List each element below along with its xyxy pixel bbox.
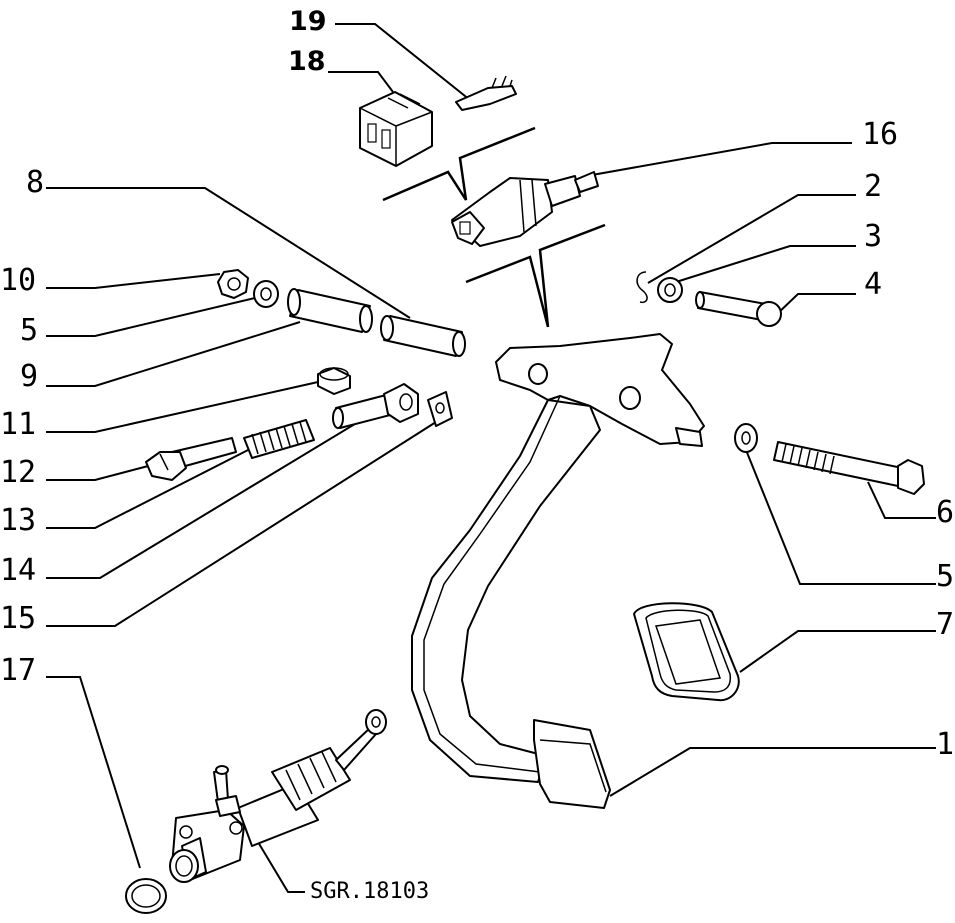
leader-19 (335, 23, 471, 101)
callout-13: 13 (0, 503, 36, 538)
leader-9 (46, 321, 301, 387)
leader-14 (46, 403, 389, 579)
leader-15 (46, 421, 437, 627)
callout-4: 4 (864, 267, 882, 302)
callout-12: 12 (0, 455, 36, 490)
leader-18 (328, 71, 394, 93)
part-18-connector-housing (359, 91, 433, 167)
callout-18: 18 (288, 46, 326, 77)
part-5-washer-left (253, 280, 279, 308)
part-master-cylinder (169, 709, 387, 883)
leader-17 (46, 676, 141, 869)
leader-lines (46, 23, 936, 893)
callout-8: 8 (26, 165, 44, 200)
leader-ref (257, 841, 305, 893)
callout-10: 10 (0, 263, 36, 298)
part-15-clip (427, 391, 453, 427)
callout-19: 19 (289, 6, 327, 37)
reference-code: SGR.18103 (310, 879, 429, 904)
part-12-pin (145, 437, 237, 481)
part-2-split-pin (636, 271, 648, 304)
leader-11 (46, 381, 319, 433)
section-break-upper (382, 126, 536, 202)
callout-7: 7 (936, 607, 954, 642)
part-1-pedal-lever (411, 333, 705, 809)
callout-14: 14 (0, 553, 36, 588)
part-19-terminal (455, 75, 517, 111)
callout-1: 1 (936, 727, 954, 762)
part-3-washer (657, 277, 683, 303)
callout-5-left: 5 (20, 313, 38, 348)
leader-6 (867, 481, 936, 519)
part-6-bolt (773, 441, 925, 495)
callout-5-right: 5 (936, 559, 954, 594)
section-marks (382, 126, 606, 328)
part-8-bushing (380, 315, 466, 357)
leader-3 (675, 245, 856, 283)
callout-labels: 19 18 16 2 3 4 8 10 5 9 11 12 13 14 15 1… (0, 6, 954, 904)
leader-10 (46, 273, 221, 289)
callout-6: 6 (936, 495, 954, 530)
part-7-pedal-pad (633, 602, 740, 702)
callout-17: 17 (0, 653, 36, 688)
part-4-clevis-pin (695, 291, 782, 327)
leader-12 (46, 464, 153, 481)
leader-8 (46, 187, 411, 319)
callout-9: 9 (20, 359, 38, 394)
section-break-lower (465, 223, 606, 328)
callout-2: 2 (864, 169, 882, 204)
leader-5-left (46, 297, 256, 337)
leader-4 (775, 293, 856, 316)
part-14-rod (332, 383, 419, 429)
part-9-bushing (287, 288, 373, 333)
part-16-switch (451, 171, 599, 247)
callout-3: 3 (864, 219, 882, 254)
callout-15: 15 (0, 601, 36, 636)
leader-1 (609, 747, 936, 797)
part-17-o-ring (125, 878, 167, 914)
leader-2 (647, 194, 856, 284)
part-13-spring (243, 419, 315, 459)
leader-16 (591, 142, 852, 176)
callout-11: 11 (0, 407, 36, 442)
part-11-plug (317, 367, 351, 395)
part-10-nut (217, 269, 249, 299)
leader-7 (739, 630, 936, 673)
leader-13 (46, 447, 253, 529)
leader-5-right (745, 449, 936, 585)
part-5-washer-right (734, 423, 758, 453)
callout-16: 16 (862, 117, 898, 152)
